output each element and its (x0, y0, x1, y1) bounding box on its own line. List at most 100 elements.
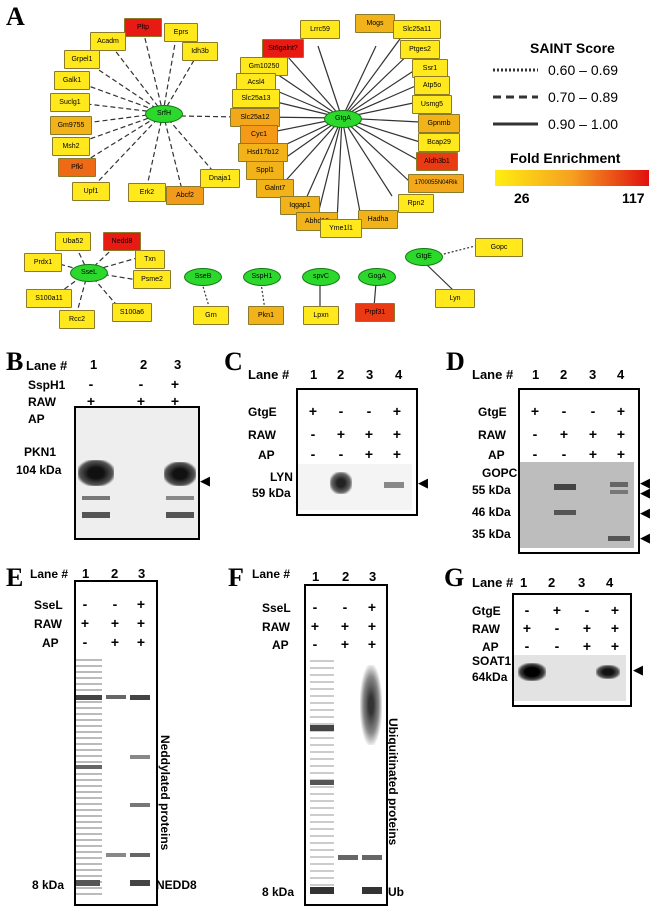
panel-c-sign: - (310, 446, 316, 462)
panel-g-arrow-icon: ◀ (633, 662, 643, 677)
panel-e-sign: + (136, 596, 146, 612)
panel-e-sign: + (80, 615, 90, 631)
node-bcap29: Bcap29 (418, 133, 460, 152)
panel-e-sign: + (110, 634, 120, 650)
panel-f-sign: - (342, 599, 348, 615)
node-upf1: Upf1 (72, 182, 110, 201)
node-grn: Grn (193, 306, 229, 325)
node-hsd17b12: Hsd17b12 (238, 143, 288, 162)
panel-g-size: 64kDa (472, 670, 508, 684)
panel-f-band-label: Ub (388, 885, 404, 899)
panel-f-blot (306, 655, 382, 900)
panel-b-letter: B (6, 347, 24, 376)
panel-d-size-55: 55 kDa (472, 483, 511, 497)
panel-c-sign: - (338, 446, 344, 462)
panel-e-blot (76, 655, 152, 900)
node-idh3b: Idh3b (182, 42, 218, 61)
fold-max: 117 (622, 190, 645, 206)
panel-g-sign: - (524, 602, 530, 618)
panel-d-row-3-label: AP (488, 448, 505, 462)
node-mogs: Mogs (355, 14, 395, 33)
panel-e-letter: E (6, 563, 24, 592)
panel-f-sign: + (340, 618, 350, 634)
node-ptges2: Ptges2 (400, 40, 440, 59)
panel-d-sign: - (561, 403, 567, 419)
node-galnt7: Galnt7 (256, 179, 294, 198)
node-lrrc59: Lrrc59 (300, 20, 340, 39)
panel-e-side-label: Neddylated proteins (158, 735, 172, 851)
panel-c-lane-1: 1 (310, 367, 318, 382)
node-txn: Txn (135, 250, 165, 269)
node-pfkl: Pfkl (58, 158, 96, 177)
panel-f-sign: + (367, 636, 377, 652)
node-pltp: Pltp (124, 18, 162, 37)
panel-f-lane-3: 3 (369, 569, 377, 584)
panel-g-sign: - (584, 602, 590, 618)
panel-e-row-3-label: AP (42, 636, 59, 650)
panel-f-row-3-label: AP (272, 638, 289, 652)
panel-b-lane-3: 3 (174, 357, 182, 372)
panel-e-lane-2: 2 (111, 566, 119, 581)
fold-min: 26 (514, 190, 530, 206)
panel-g-lane-3: 3 (578, 575, 586, 590)
panel-f-lane-2: 2 (342, 569, 350, 584)
panel-e-lane-3: 3 (138, 566, 146, 581)
panel-d-sign: - (561, 446, 567, 462)
panel-e-band-label: NEDD8 (156, 878, 197, 892)
panel-c-sign: - (338, 403, 344, 419)
panel-c-sign: + (364, 426, 374, 442)
panel-d-lane-1: 1 (532, 367, 540, 382)
panel-b-row-2-label: RAW (28, 395, 56, 409)
panel-c-letter: C (224, 347, 243, 376)
panel-g-sign: + (610, 620, 620, 636)
panel-g-row-2-label: RAW (472, 622, 500, 636)
node-rcc2: Rcc2 (59, 310, 95, 329)
panel-c-blot (298, 464, 412, 510)
panel-b-sign: - (88, 376, 94, 392)
node-st6galnt: St6galnt? (262, 39, 304, 58)
panel-e-marker: 8 kDa (32, 878, 65, 892)
panel-f-sign: - (312, 599, 318, 615)
panel-d-sign: + (530, 403, 540, 419)
panel-g-row-1-label: GtgE (472, 604, 501, 618)
panel-f-row-2-label: RAW (262, 620, 290, 634)
hub-ssph1: SspH1 (243, 268, 281, 286)
panel-c-sign: - (310, 426, 316, 442)
panel-f-sign: - (312, 636, 318, 652)
panel-e-lane-label: Lane # (30, 567, 69, 581)
panel-d-arrow-icon: ◀ (640, 505, 650, 520)
panel-d-protein: GOPC (482, 466, 518, 480)
node-slc25a13: Slc25a13 (232, 89, 280, 108)
node-suclg1: Suclg1 (50, 93, 90, 112)
panel-b-sign: + (86, 393, 96, 409)
panel-d-size-35: 35 kDa (472, 527, 511, 541)
panel-e-sign: + (136, 634, 146, 650)
panel-b-protein: PKN1 (24, 445, 57, 459)
panel-c-row-3-label: AP (258, 448, 275, 462)
panel-b-blot (74, 406, 200, 540)
panel-c-arrow-icon: ◀ (418, 475, 428, 490)
panel-b-lane-1: 1 (90, 357, 98, 372)
panel-c-lane-2: 2 (337, 367, 345, 382)
hub-goga: GogA (358, 268, 396, 286)
panel-f-marker: 8 kDa (262, 885, 295, 899)
panel-f-row-1-label: SseL (262, 601, 291, 615)
panel-f-letter: F (228, 563, 244, 592)
panel-e-sign: - (82, 634, 88, 650)
panel-f-sign: + (340, 636, 350, 652)
node-prpf31: Prpf31 (355, 303, 395, 322)
panel-b-row-1-label: SspH1 (28, 378, 66, 392)
node-nedd8: Nedd8 (103, 232, 141, 251)
panel-b-sign: + (170, 393, 180, 409)
saint-range-high: 0.90 – 1.00 (548, 116, 619, 132)
panel-g-sign: + (610, 602, 620, 618)
panel-g-row-3-label: AP (482, 640, 499, 654)
panel-d-sign: - (532, 426, 538, 442)
node-1700055n04rik: 1700055N04Rik (408, 174, 464, 193)
panel-g-sign: - (524, 638, 530, 654)
saint-legend-title: SAINT Score (530, 40, 615, 56)
fold-gradient-bar (495, 170, 649, 186)
panel-b-sign: + (136, 393, 146, 409)
panel-c-lane-3: 3 (366, 367, 374, 382)
panel-f-side-label: Ubiquitinated proteins (386, 718, 400, 846)
